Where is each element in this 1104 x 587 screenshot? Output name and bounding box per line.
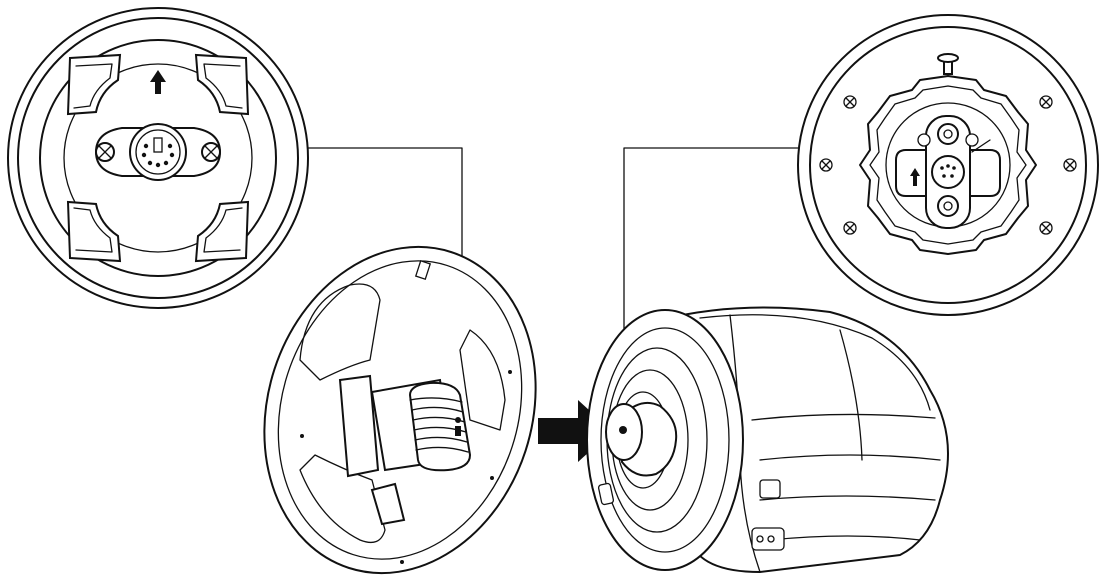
wheelbase-mount-detail bbox=[797, 14, 1099, 316]
arrow-up-icon bbox=[150, 70, 166, 94]
wheelbase bbox=[586, 306, 949, 574]
steering-wheel bbox=[263, 245, 537, 575]
wheel-hub-detail bbox=[7, 7, 309, 309]
